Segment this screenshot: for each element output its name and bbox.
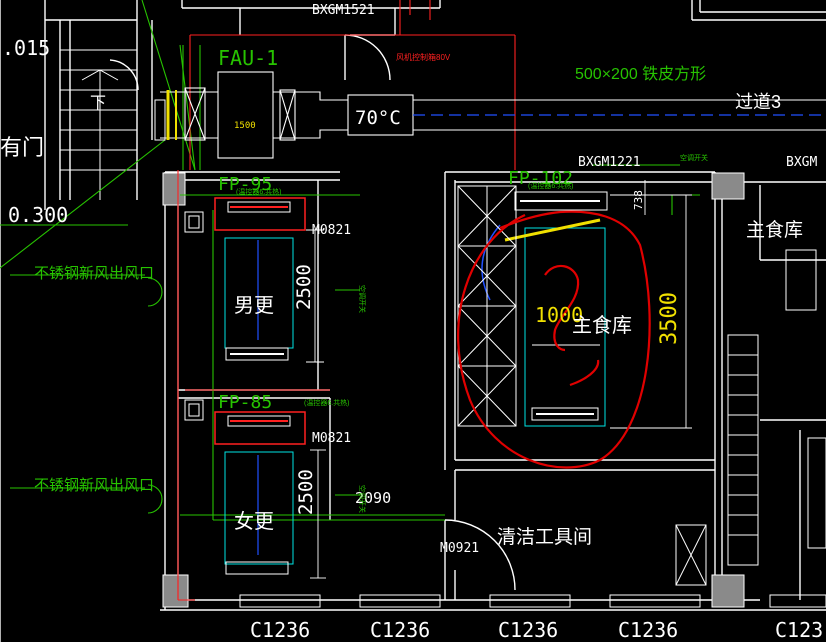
fan-coil-units: [184, 191, 608, 575]
window-strips: [239, 594, 826, 608]
main-store-inner-label: 主食库: [572, 314, 632, 337]
fp95-label: FP-95: [218, 174, 272, 195]
ac-switch-note-low: 空调开关: [358, 485, 367, 513]
door-m0821-bottom: M0821: [312, 431, 351, 446]
fau1-label: FAU-1: [218, 46, 278, 70]
door-bxgm1221: BXGM1221: [578, 155, 641, 170]
shelving: [457, 185, 517, 427]
fp85-note: (温控器6.共热): [304, 398, 350, 407]
dim-2500-bottom: 2500: [295, 469, 317, 515]
red-lines: [177, 0, 516, 601]
fp85-label: FP-85: [218, 392, 272, 413]
dimension-lines: [306, 180, 692, 579]
fan-control-box-note: 风机控制箱80V: [396, 52, 451, 62]
dim-738: 738: [632, 190, 645, 210]
stairs: [60, 49, 137, 200]
window-c1236-3: C1236: [498, 618, 558, 642]
fp102-note: (温控器6.共热): [528, 181, 574, 190]
window-c1236-4: C1236: [618, 618, 678, 642]
cleaning-room-label: 清洁工具间: [497, 526, 592, 548]
fresh-air-outlet-bottom: 不锈钢新风出风口: [34, 477, 154, 494]
green-lines: [0, 0, 700, 521]
level-0300: 0.300: [8, 203, 68, 227]
dim-3500: 3500: [657, 292, 682, 345]
door-bxgm1521: BXGM1521: [312, 3, 375, 18]
fau-capacity: 1500: [234, 121, 256, 131]
window-c1236-2: C1236: [370, 618, 430, 642]
door-bxgm-right: BXGM: [786, 155, 817, 170]
female-locker-label: 女更: [234, 510, 274, 533]
red-markup: [457, 210, 651, 469]
ac-switch-note-top: 空调开关: [680, 153, 708, 162]
columns: [162, 172, 745, 608]
window-c1236-1: C1236: [250, 618, 310, 642]
stair-down-label: 下: [90, 95, 106, 112]
corridor-3-label: 过道3: [735, 92, 781, 112]
dim-2090: 2090: [355, 489, 391, 507]
main-store-right-label: 主食库: [746, 219, 803, 241]
level-015: .015: [2, 36, 50, 60]
dim-1000: 1000: [535, 303, 583, 327]
door-m0821-top: M0821: [312, 223, 351, 238]
fresh-air-outlet-top: 不锈钢新风出风口: [34, 265, 154, 282]
duct-size-label: 500×200 铁皮方形: [575, 65, 706, 83]
fp102-label: FP-102: [508, 168, 573, 189]
fp95-note: (温控器6.共热): [236, 187, 282, 196]
text-labels: .015 BXGM1521 FAU-1 1500 风机控制箱80V 500×20…: [0, 3, 823, 642]
door-m0921: M0921: [440, 541, 479, 556]
ac-switch-note-mid: 空调开关: [358, 285, 367, 313]
right-equipment: [675, 249, 826, 586]
window-c123-5: C123: [775, 618, 823, 642]
left-room-char: 有门: [0, 135, 44, 160]
duct-accents: [154, 90, 826, 141]
dim-2500-top: 2500: [293, 264, 315, 310]
male-locker-label: 男更: [234, 295, 274, 317]
fire-damper-temp: 70°C: [355, 107, 401, 129]
